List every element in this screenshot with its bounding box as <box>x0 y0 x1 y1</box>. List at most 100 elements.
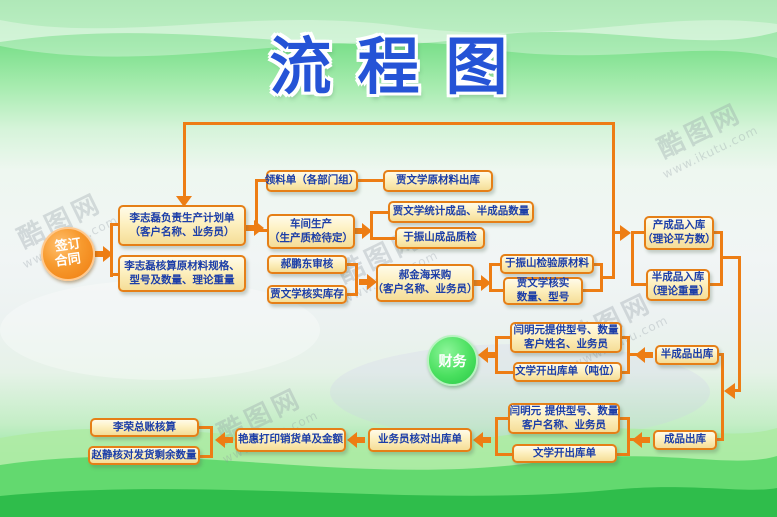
node-label: 艳惠打印销货单及金额 <box>238 433 343 446</box>
flow-line <box>255 179 269 182</box>
node-salesman-check: 业务员核对出库单 <box>368 428 472 452</box>
flow-line <box>631 231 646 234</box>
node-verify-stock: 贾文学核实库存 <box>267 285 347 304</box>
node-label: （客户名称、业务员） <box>372 283 478 295</box>
flow-arrow-right <box>473 275 491 291</box>
flow-line <box>183 122 615 125</box>
flow-line <box>197 426 212 429</box>
flow-arrow-right <box>359 274 377 290</box>
flow-line <box>629 353 638 356</box>
node-label: 半成品出库 <box>660 348 714 361</box>
node-label: 赵静核对发货剩余数量 <box>91 448 197 461</box>
flow-line <box>495 371 515 374</box>
node-label: 数量、型号 <box>516 291 570 303</box>
node-label: 贾文学核实 <box>516 277 570 290</box>
page-title: 流程图 <box>269 30 534 103</box>
flow-line <box>618 417 629 420</box>
flow-line <box>629 438 637 441</box>
node-label: 贾文学原材料出库 <box>396 174 480 187</box>
flow-arrow-left <box>478 347 496 363</box>
node-label: （理论重量） <box>646 285 710 297</box>
flow-line <box>582 289 603 292</box>
flow-arrow-left <box>215 432 233 448</box>
node-label: 文学开出库单 <box>533 446 596 459</box>
node-purchase: 郝金海采购 （客户名称、业务员） <box>373 264 478 302</box>
arrow-tail <box>482 437 491 443</box>
flow-line <box>614 231 622 234</box>
flow-line <box>110 224 113 277</box>
flow-line <box>631 283 648 286</box>
flow-line <box>712 231 723 234</box>
arrow-tail <box>95 251 104 257</box>
flow-line <box>715 438 724 441</box>
node-material-calc: 李志磊核算原材料规格、 型号及数量、理论重量 <box>118 255 246 292</box>
flow-line <box>370 211 373 240</box>
flow-line <box>620 336 630 339</box>
arrow-head <box>362 223 372 239</box>
arrow-head <box>632 432 642 448</box>
node-finished-qc: 于振山成品质检 <box>395 227 485 249</box>
flow-line <box>631 231 634 286</box>
node-semi-product-in: 半成品入库 （理论重量） <box>646 269 710 301</box>
arrow-head <box>103 246 113 262</box>
node-review: 郝鹏东审核 <box>267 255 347 274</box>
node-label: （客户名称、业务员） <box>129 225 235 238</box>
flow-line <box>346 263 358 266</box>
flow-line <box>720 256 741 259</box>
flow-line <box>370 237 397 240</box>
arrow-tail <box>641 437 650 443</box>
flow-line <box>612 122 615 279</box>
flow-arrow-right <box>95 246 113 262</box>
node-label: 李荣总账核算 <box>113 420 176 433</box>
flow-line <box>357 179 385 182</box>
node-label: 客户名称、业务员 <box>522 418 606 431</box>
arrow-head <box>481 275 491 291</box>
arrow-head <box>473 432 483 448</box>
arrow-tail <box>354 228 363 234</box>
arrow-tail <box>487 352 496 358</box>
arrow-tail <box>224 437 233 443</box>
node-label: 半成品入库 <box>651 271 705 284</box>
flow-line <box>370 211 390 214</box>
flow-arrow-right <box>354 223 372 239</box>
node-verify-qty-model: 贾文学核实 数量、型号 <box>503 277 583 305</box>
arrow-head-down <box>176 196 192 207</box>
arrow-tail <box>359 279 368 285</box>
flow-line <box>627 417 630 456</box>
arrow-tail <box>644 352 653 358</box>
flow-line <box>495 417 498 456</box>
flow-line <box>110 273 121 276</box>
node-label: 贾文学统计成品、半成品数量 <box>392 205 530 218</box>
node-label: 客户姓名、业务员 <box>524 337 608 350</box>
node-label: 闫明元 提供型号、数量 <box>509 404 619 417</box>
node-provide-info-semi: 闫明元提供型号、数量 客户姓名、业务员 <box>510 322 622 353</box>
flow-line <box>489 289 505 292</box>
node-label: 财务 <box>438 353 467 370</box>
node-label: 于振山成品质检 <box>403 231 477 244</box>
flow-line <box>255 179 258 232</box>
flow-line <box>495 453 514 456</box>
node-label: （理论平方数） <box>642 233 716 245</box>
arrow-tail <box>356 437 365 443</box>
flow-line <box>183 122 186 198</box>
node-semi-product-out: 半成品出库 <box>655 345 719 365</box>
node-label: 闫明元提供型号、数量 <box>513 323 619 336</box>
node-label: 贾文学核实库存 <box>270 287 344 300</box>
node-label: 李志磊核算原材料规格、 <box>124 259 240 272</box>
node-inspect-raw-material: 于振山检验原材料 <box>500 254 594 274</box>
flow-line <box>721 353 724 441</box>
arrow-head <box>478 347 488 363</box>
node-finished-product-in: 产成品入库 （理论平方数） <box>642 216 716 250</box>
node-sign-contract: 签订 合同 <box>41 227 95 281</box>
flow-line <box>615 453 629 456</box>
node-issue-order: 文学开出库单 <box>512 444 617 463</box>
flow-line <box>198 455 212 458</box>
node-finance: 财务 <box>427 335 478 386</box>
node-label: 型号及数量、理论重量 <box>129 273 235 286</box>
flow-line <box>620 371 630 374</box>
flow-line <box>255 229 270 232</box>
arrow-head <box>635 347 645 363</box>
flow-line <box>717 353 724 356</box>
arrow-head <box>215 432 225 448</box>
